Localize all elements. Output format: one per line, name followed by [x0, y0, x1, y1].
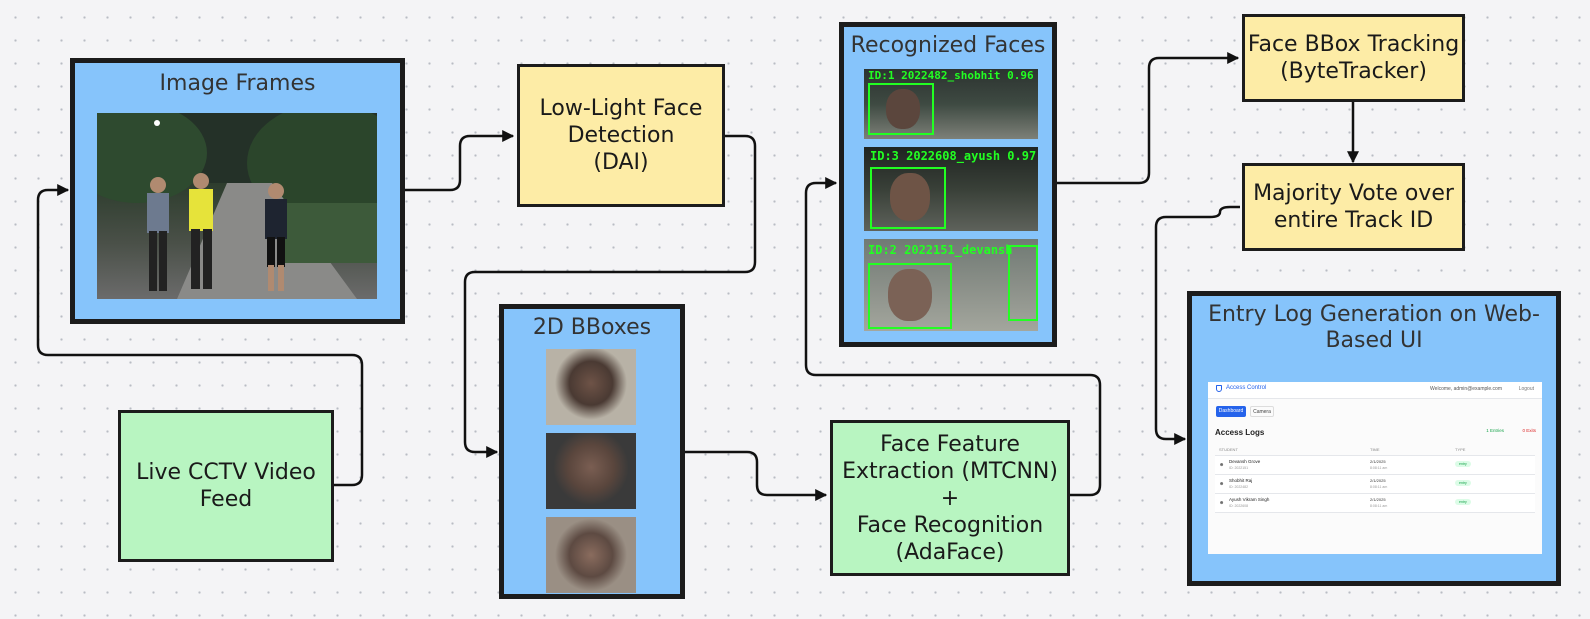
arrow-feature-to-recognized [804, 177, 1102, 497]
recognized-frame-3: ID:2 2022151_devansh [864, 239, 1038, 331]
face-crop-2 [546, 433, 636, 509]
arrow-vote-to-entrylog [1154, 205, 1240, 445]
image-frames-box: Image Frames [70, 58, 405, 324]
user-icon: ☻ [1219, 481, 1225, 487]
arrow-frames-to-lowlight [403, 130, 515, 192]
shield-icon [1216, 385, 1222, 392]
ui-col-type: TYPE [1455, 447, 1466, 452]
row-type-badge: entry [1455, 480, 1471, 486]
recognized-face-3 [888, 269, 932, 321]
feature-extraction-box: Face Feature Extraction (MTCNN) + Face R… [830, 420, 1070, 576]
entry-log-box: Entry Log Generation on Web- Based UI Ac… [1187, 291, 1561, 586]
arrow-lowlight-to-bboxes [463, 134, 757, 458]
detection-box-4 [1008, 245, 1038, 321]
row-student-id: ID: 2022151 [1229, 466, 1249, 470]
row-time: 8:08:11 am [1370, 504, 1388, 508]
row-student-name: Devansh Grove [1229, 459, 1261, 464]
table-row[interactable]: ☻ Ayush Vikram Singh ID: 2022608 2/1/202… [1215, 494, 1535, 513]
arrow-bboxes-to-feature [685, 450, 828, 501]
entry-log-title: Entry Log Generation on Web- Based UI [1208, 302, 1540, 353]
detection-box-2 [870, 167, 946, 229]
ui-col-student: STUDENT [1219, 447, 1238, 452]
recognized-face-1 [886, 89, 920, 129]
arrow-recognized-to-tracking [1057, 52, 1240, 185]
ui-brand: Access Control [1226, 385, 1267, 391]
ui-logs-table: STUDENT TIME TYPE ☻ Devansh Grove ID: 20… [1215, 446, 1535, 513]
row-date: 2/1/2025 [1370, 459, 1386, 464]
ui-topbar: Access Control Welcome, admin@example.co… [1208, 382, 1542, 399]
recognized-faces-box: Recognized Faces ID:1 2022482_shobhit 0.… [839, 22, 1057, 347]
detection-label-1: ID:1 2022482_shobhit 0.96 [868, 69, 1034, 82]
bboxes-box: 2D BBoxes [499, 304, 685, 599]
user-icon: ☻ [1219, 462, 1225, 468]
ui-col-time: TIME [1370, 447, 1380, 452]
recognized-frame-2: ID:3 2022608_ayush 0.97 [864, 147, 1038, 231]
ui-tab-camera[interactable]: Camera [1250, 406, 1274, 417]
row-date: 2/1/2025 [1370, 497, 1386, 502]
face-crop-3 [546, 517, 636, 593]
ui-access-logs-heading: Access Logs [1215, 428, 1265, 437]
detection-box-3 [868, 263, 952, 329]
row-date: 2/1/2025 [1370, 478, 1386, 483]
live-cctv-box: Live CCTV Video Feed [118, 410, 334, 562]
face-crop-1 [546, 349, 636, 425]
recognized-face-2 [890, 173, 930, 221]
row-student-id: ID: 2022608 [1229, 504, 1249, 508]
row-time: 8:08:11 am [1370, 485, 1388, 489]
user-icon: ☻ [1219, 500, 1225, 506]
detection-box-1 [868, 83, 934, 135]
low-light-detection-box: Low-Light Face Detection (DAI) [517, 64, 725, 207]
ui-welcome-text: Welcome, admin@example.com [1430, 386, 1502, 392]
ui-entries-count: 1 Entries [1486, 428, 1504, 433]
row-student-name: Ayush Vikram Singh [1229, 497, 1270, 502]
detection-label-2: ID:3 2022608_ayush 0.97 [870, 149, 1037, 163]
row-type-badge: entry [1455, 499, 1471, 505]
image-frames-title: Image Frames [159, 71, 316, 96]
recognized-faces-title: Recognized Faces [850, 33, 1046, 58]
recognized-frame-1: ID:1 2022482_shobhit 0.96 [864, 69, 1038, 139]
row-student-id: ID: 2022482 [1229, 485, 1249, 489]
ui-table-header: STUDENT TIME TYPE [1215, 446, 1535, 456]
arrow-cctv-to-frames [36, 184, 364, 487]
web-ui-screenshot: Access Control Welcome, admin@example.co… [1208, 382, 1542, 554]
cctv-frame-image [97, 113, 377, 299]
ui-tab-dashboard[interactable]: Dashboard [1216, 406, 1246, 417]
row-time: 8:08:11 am [1370, 466, 1388, 470]
detection-label-3: ID:2 2022151_devansh [868, 243, 1013, 257]
bboxes-title: 2D BBoxes [532, 315, 652, 340]
table-row[interactable]: ☻ Shobhit Raj ID: 2022482 2/1/2025 8:08:… [1215, 475, 1535, 494]
row-type-badge: entry [1455, 461, 1471, 467]
majority-vote-box: Majority Vote over entire Track ID [1242, 163, 1465, 251]
ui-exits-count: 0 Exits [1522, 428, 1536, 433]
table-row[interactable]: ☻ Devansh Grove ID: 2022151 2/1/2025 8:0… [1215, 456, 1535, 475]
ui-logout-link[interactable]: Logout [1518, 386, 1534, 392]
tracking-box: Face BBox Tracking (ByteTracker) [1242, 14, 1465, 102]
row-student-name: Shobhit Raj [1229, 478, 1253, 483]
